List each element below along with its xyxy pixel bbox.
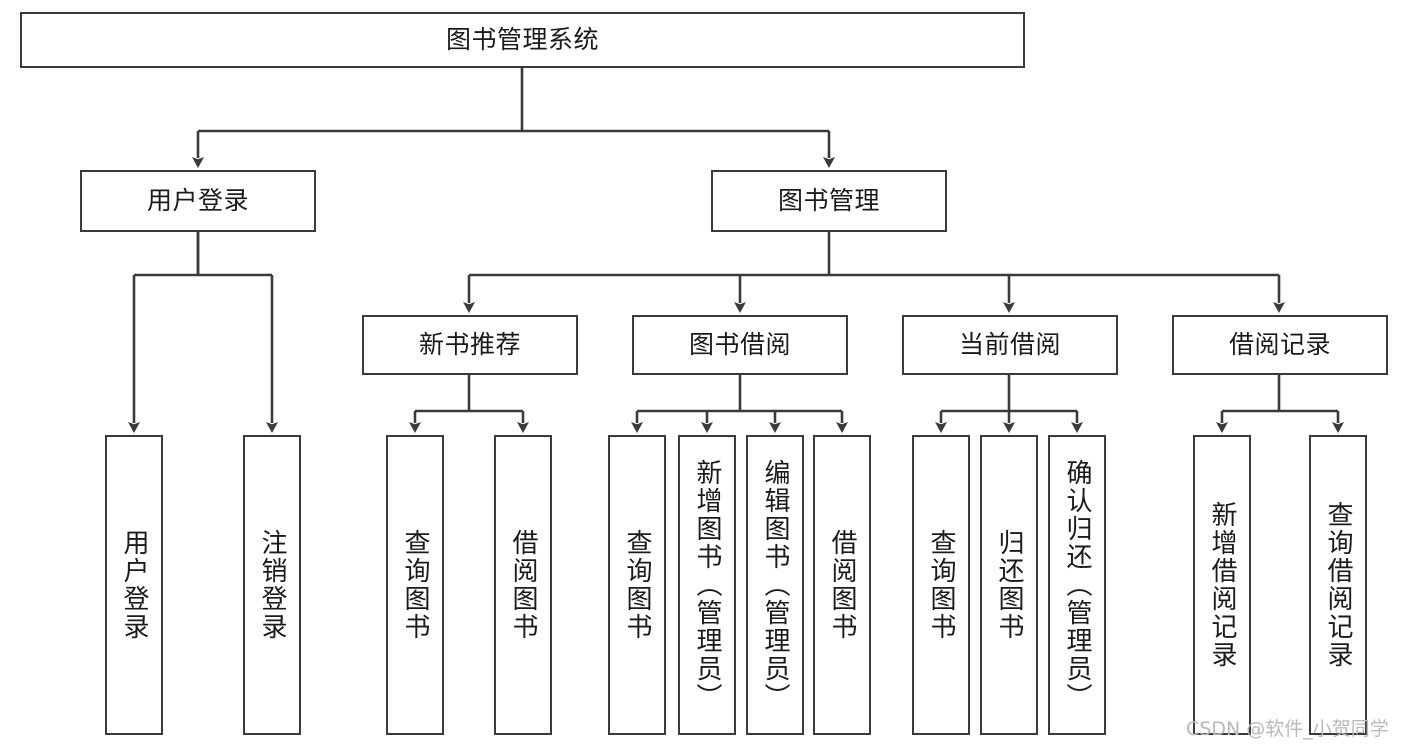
leaf-query-books-borrowing[interactable]: 查询图书 (608, 435, 666, 735)
node-root-system[interactable]: 图书管理系统 (20, 12, 1025, 68)
node-borrow-records[interactable]: 借阅记录 (1172, 315, 1388, 375)
node-current-borrowing[interactable]: 当前借阅 (902, 315, 1118, 375)
node-label: 查询图书 (622, 529, 653, 641)
node-label: 借阅图书 (827, 529, 858, 641)
leaf-borrow-books-recommend[interactable]: 借阅图书 (494, 435, 552, 735)
node-book-borrowing[interactable]: 图书借阅 (632, 315, 848, 375)
node-label: 归还图书 (994, 529, 1025, 641)
node-new-book-recommendation[interactable]: 新书推荐 (362, 315, 578, 375)
csdn-watermark: CSDN @软件_小贺同学 (1186, 718, 1389, 740)
leaf-logout[interactable]: 注销登录 (243, 435, 301, 735)
node-label: 查询图书 (926, 529, 957, 641)
leaf-query-books-recommend[interactable]: 查询图书 (386, 435, 444, 735)
node-user-login[interactable]: 用户登录 (80, 170, 316, 232)
node-label: 编辑图书（管理员） (760, 459, 791, 711)
leaf-query-borrow-record[interactable]: 查询借阅记录 (1309, 435, 1367, 735)
node-label: 当前借阅 (958, 329, 1061, 359)
node-label: 确认归还（管理员） (1062, 459, 1093, 711)
node-label: 新增借阅记录 (1207, 501, 1238, 669)
node-label: 新书推荐 (418, 329, 521, 359)
node-label: 新增图书（管理员） (692, 459, 723, 711)
node-label: 图书借阅 (688, 329, 791, 359)
node-label: 图书管理 (777, 185, 880, 215)
node-label: 注销登录 (257, 529, 288, 641)
node-label: 查询图书 (400, 529, 431, 641)
leaf-borrow-books-borrowing[interactable]: 借阅图书 (813, 435, 871, 735)
node-label: 用户登录 (146, 185, 249, 215)
leaf-user-login[interactable]: 用户登录 (105, 435, 163, 735)
leaf-edit-book-admin[interactable]: 编辑图书（管理员） (746, 435, 804, 735)
node-label: 用户登录 (119, 529, 150, 641)
node-label: 借阅图书 (508, 529, 539, 641)
node-label: 借阅记录 (1228, 329, 1331, 359)
leaf-return-books[interactable]: 归还图书 (980, 435, 1038, 735)
leaf-query-books-current[interactable]: 查询图书 (912, 435, 970, 735)
leaf-confirm-return-admin[interactable]: 确认归还（管理员） (1048, 435, 1106, 735)
node-book-management[interactable]: 图书管理 (711, 170, 947, 232)
leaf-add-book-admin[interactable]: 新增图书（管理员） (678, 435, 736, 735)
node-label: 图书管理系统 (445, 24, 599, 54)
leaf-add-borrow-record[interactable]: 新增借阅记录 (1193, 435, 1251, 735)
node-label: 查询借阅记录 (1323, 501, 1354, 669)
